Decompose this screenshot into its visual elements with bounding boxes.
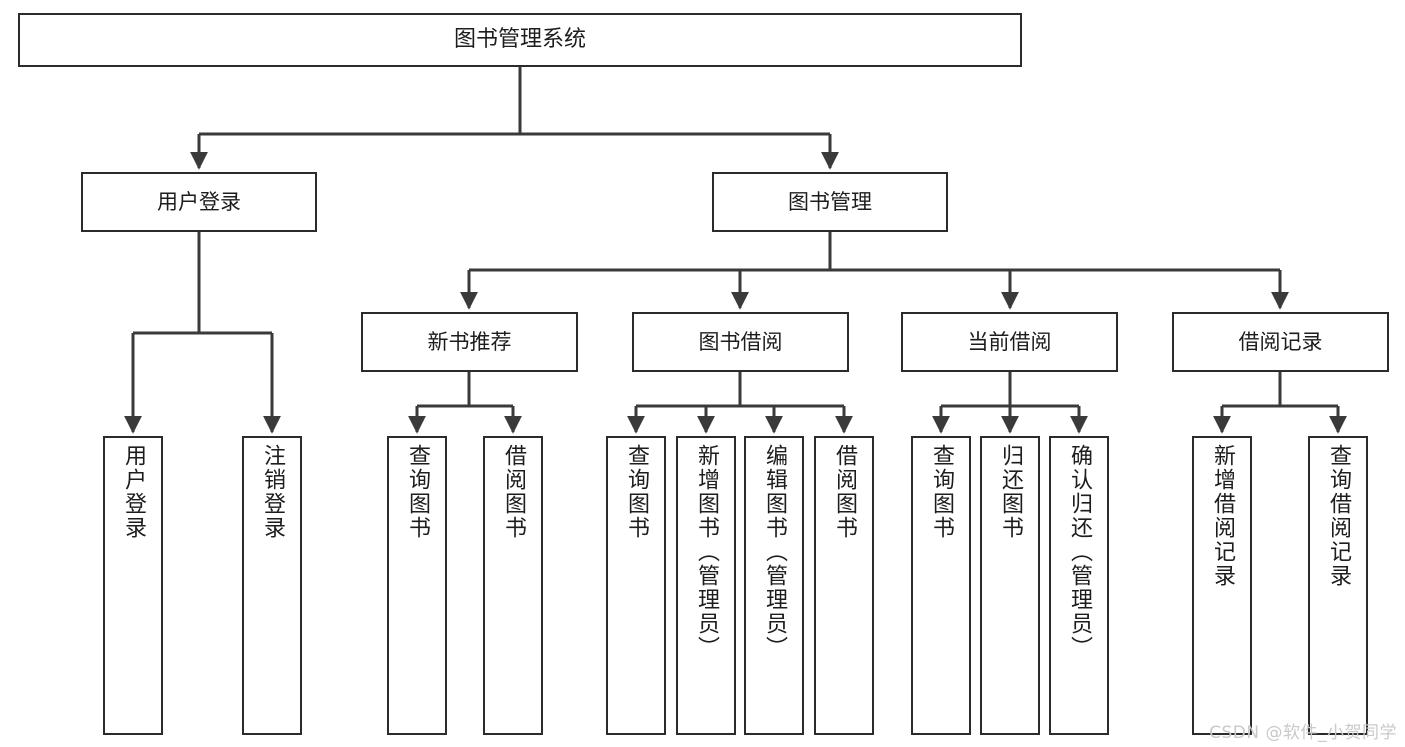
node-current-borrow-label: 当前借阅 [967,329,1052,354]
node-user-login-label: 用户登录 [157,189,241,214]
leaf-user-login-1[interactable]: 用户登录 [103,436,163,735]
leaf-current-1-label: 查询图书 [929,444,954,540]
leaf-user-login-1-label: 用户登录 [121,444,146,540]
leaf-records-1[interactable]: 新增借阅记录 [1192,436,1252,735]
leaf-borrow-3[interactable]: 编辑图书（管理员） [744,436,804,735]
node-book-management-label: 图书管理 [788,189,872,214]
leaf-borrow-2[interactable]: 新增图书（管理员） [676,436,736,735]
leaf-borrow-4[interactable]: 借阅图书 [814,436,874,735]
node-user-login[interactable]: 用户登录 [81,172,317,232]
leaf-current-3[interactable]: 确认归还（管理员） [1049,436,1109,735]
leaf-new-book-1-label: 查询图书 [405,444,430,540]
node-root-label: 图书管理系统 [453,27,586,53]
node-borrow-records-label: 借阅记录 [1238,329,1323,354]
leaf-current-3-label: 确认归还（管理员） [1067,444,1092,660]
node-root[interactable]: 图书管理系统 [18,13,1022,67]
leaf-records-2[interactable]: 查询借阅记录 [1308,436,1368,735]
leaf-new-book-1[interactable]: 查询图书 [387,436,447,735]
leaf-borrow-4-label: 借阅图书 [832,444,857,540]
node-new-book-recommend-label: 新书推荐 [427,329,512,354]
leaf-current-2-label: 归还图书 [998,444,1023,540]
node-current-borrow[interactable]: 当前借阅 [901,312,1118,372]
leaf-current-2[interactable]: 归还图书 [980,436,1040,735]
node-borrow-records[interactable]: 借阅记录 [1172,312,1389,372]
leaf-borrow-2-label: 新增图书（管理员） [694,444,719,660]
leaf-borrow-1-label: 查询图书 [624,444,649,540]
leaf-borrow-3-label: 编辑图书（管理员） [762,444,787,660]
leaf-user-login-2[interactable]: 注销登录 [242,436,302,735]
leaf-new-book-2[interactable]: 借阅图书 [483,436,543,735]
node-new-book-recommend[interactable]: 新书推荐 [361,312,578,372]
node-book-borrow-label: 图书借阅 [698,329,783,354]
node-book-management[interactable]: 图书管理 [712,172,948,232]
leaf-current-1[interactable]: 查询图书 [911,436,971,735]
node-book-borrow[interactable]: 图书借阅 [632,312,849,372]
leaf-new-book-2-label: 借阅图书 [501,444,526,540]
leaf-borrow-1[interactable]: 查询图书 [606,436,666,735]
leaf-records-1-label: 新增借阅记录 [1210,444,1235,588]
leaf-user-login-2-label: 注销登录 [260,444,285,540]
leaf-records-2-label: 查询借阅记录 [1326,444,1351,588]
